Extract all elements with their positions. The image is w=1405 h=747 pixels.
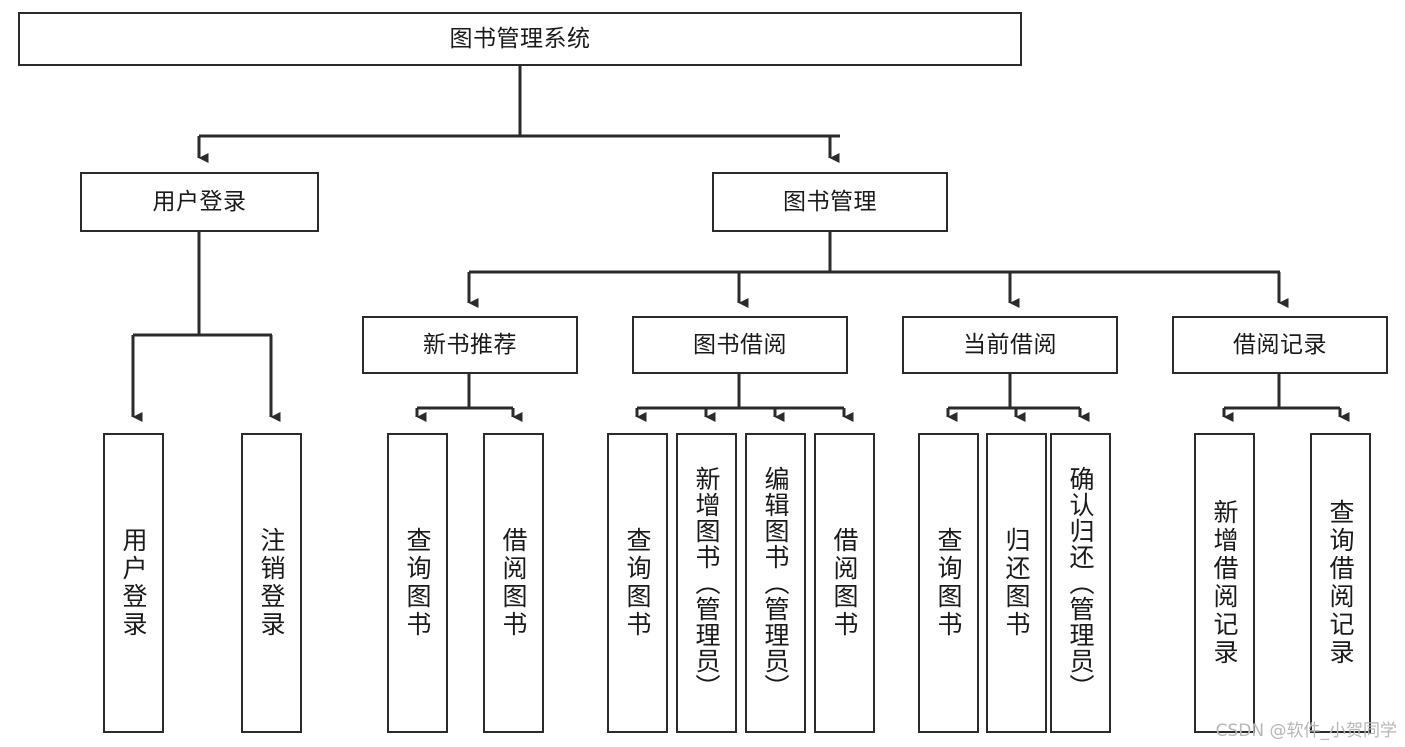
node-leaf-confirm-return-admin-label: 确认归还（管理员） <box>1066 466 1095 700</box>
node-leaf-add-book-admin-label: 新增图书（管理员） <box>692 466 721 700</box>
node-book-borrow-label: 图书借阅 <box>693 331 787 358</box>
node-leaf-return-book[interactable]: 归还图书 <box>986 433 1047 733</box>
node-borrow-record-label: 借阅记录 <box>1233 331 1327 358</box>
node-root[interactable]: 图书管理系统 <box>18 12 1022 66</box>
node-leaf-query-book-3-label: 查询图书 <box>934 527 963 639</box>
node-leaf-user-login-label: 用户登录 <box>119 527 148 639</box>
node-leaf-edit-book-admin-label: 编辑图书（管理员） <box>761 466 790 700</box>
node-new-book-recommend-label: 新书推荐 <box>423 331 517 358</box>
node-book-manage[interactable]: 图书管理 <box>712 172 948 232</box>
node-book-borrow[interactable]: 图书借阅 <box>632 316 848 374</box>
node-leaf-add-borrow-record[interactable]: 新增借阅记录 <box>1194 433 1255 733</box>
node-current-borrow[interactable]: 当前借阅 <box>902 316 1118 374</box>
node-book-manage-label: 图书管理 <box>783 188 877 215</box>
node-user-login[interactable]: 用户登录 <box>80 172 319 232</box>
node-leaf-add-borrow-record-label: 新增借阅记录 <box>1210 499 1239 667</box>
node-leaf-logout-login[interactable]: 注销登录 <box>241 433 302 733</box>
node-leaf-query-borrow-record[interactable]: 查询借阅记录 <box>1310 433 1371 733</box>
csdn-watermark: CSDN @软件_小贺同学 <box>1215 721 1397 741</box>
node-leaf-borrow-book-2[interactable]: 借阅图书 <box>814 433 875 733</box>
node-user-login-label: 用户登录 <box>152 188 247 215</box>
node-leaf-query-book-2[interactable]: 查询图书 <box>607 433 668 733</box>
node-leaf-query-book-2-label: 查询图书 <box>623 527 652 639</box>
node-current-borrow-label: 当前借阅 <box>963 331 1057 358</box>
node-leaf-edit-book-admin[interactable]: 编辑图书（管理员） <box>745 433 806 733</box>
node-leaf-user-login[interactable]: 用户登录 <box>103 433 164 733</box>
node-leaf-borrow-book-2-label: 借阅图书 <box>830 527 859 639</box>
node-leaf-add-book-admin[interactable]: 新增图书（管理员） <box>676 433 737 733</box>
node-leaf-query-book-3[interactable]: 查询图书 <box>918 433 979 733</box>
node-leaf-borrow-book-1-label: 借阅图书 <box>499 527 528 639</box>
node-leaf-logout-login-label: 注销登录 <box>257 527 286 639</box>
node-leaf-borrow-book-1[interactable]: 借阅图书 <box>483 433 544 733</box>
node-leaf-return-book-label: 归还图书 <box>1002 527 1031 639</box>
node-leaf-confirm-return-admin[interactable]: 确认归还（管理员） <box>1050 433 1111 733</box>
node-leaf-query-book-1[interactable]: 查询图书 <box>387 433 448 733</box>
node-borrow-record[interactable]: 借阅记录 <box>1172 316 1388 374</box>
node-leaf-query-book-1-label: 查询图书 <box>403 527 432 639</box>
node-root-label: 图书管理系统 <box>449 25 591 52</box>
node-new-book-recommend[interactable]: 新书推荐 <box>362 316 578 374</box>
node-leaf-query-borrow-record-label: 查询借阅记录 <box>1326 499 1355 667</box>
